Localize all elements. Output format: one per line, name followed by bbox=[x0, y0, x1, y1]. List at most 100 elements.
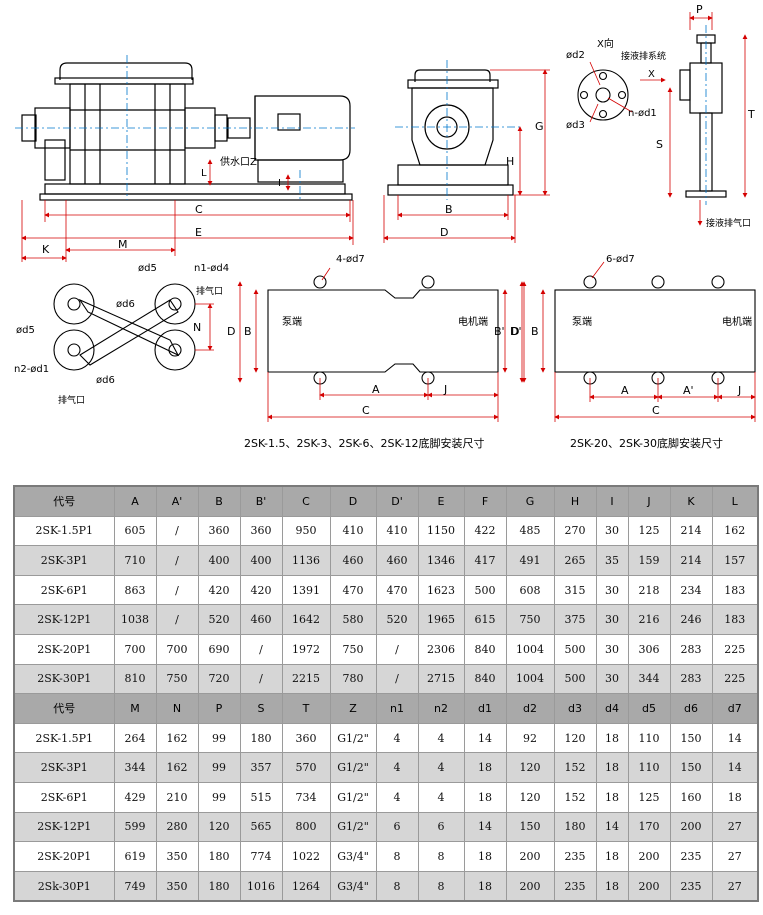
foot2-motor-end: 电机端 bbox=[722, 315, 752, 328]
table-header-cell: Z bbox=[329, 693, 377, 724]
table-cell: 120 bbox=[197, 811, 241, 843]
dim-label-E: E bbox=[195, 226, 202, 239]
table-cell: 2SK-12P1 bbox=[13, 604, 115, 635]
table-cell: 214 bbox=[669, 545, 713, 576]
table-cell: 2Sk-30P1 bbox=[13, 870, 115, 902]
table-cell: 18 bbox=[595, 870, 629, 902]
table-cell: 2SK-1.5P1 bbox=[13, 515, 115, 547]
table-cell: 460 bbox=[239, 604, 283, 635]
table-cell: 580 bbox=[329, 604, 377, 635]
dims-pipes bbox=[195, 303, 214, 351]
table-cell: 18 bbox=[595, 752, 629, 783]
table-cell: G1/2" bbox=[329, 752, 377, 783]
table-cell: 99 bbox=[197, 752, 241, 783]
table-cell: 170 bbox=[627, 811, 671, 843]
table-cell: 1965 bbox=[417, 604, 465, 635]
pipe-d6-top: ød6 bbox=[116, 299, 135, 310]
table-cell: 774 bbox=[239, 841, 283, 872]
table-cell: 6 bbox=[417, 811, 465, 843]
foot1-motor-end: 电机端 bbox=[458, 315, 488, 328]
table-cell: 265 bbox=[553, 545, 597, 576]
table-cell: 734 bbox=[281, 781, 331, 813]
table-header-cell: G bbox=[505, 485, 555, 517]
table-cell: / bbox=[155, 574, 199, 606]
pump-side-view bbox=[21, 62, 353, 201]
table-cell: 357 bbox=[239, 752, 283, 783]
table-cell: 4 bbox=[375, 752, 419, 783]
foot1-dim-B: B bbox=[244, 325, 252, 338]
dim-label-C: C bbox=[195, 203, 203, 216]
table-header-cell: C bbox=[281, 485, 331, 517]
table-cell: 420 bbox=[239, 574, 283, 606]
table-cell: 500 bbox=[553, 663, 597, 695]
table-cell: 608 bbox=[505, 574, 555, 606]
table-header-cell: B bbox=[197, 485, 241, 517]
table-cell: / bbox=[375, 633, 419, 665]
foot-plan-2 bbox=[554, 275, 756, 385]
table-cell: 605 bbox=[113, 515, 157, 547]
table-cell: 200 bbox=[627, 841, 671, 872]
dims-main bbox=[21, 159, 354, 262]
table-cell: 863 bbox=[113, 574, 157, 606]
table-cell: 110 bbox=[627, 722, 671, 754]
foot2-pump-end: 泵端 bbox=[572, 315, 592, 328]
table-cell: 1972 bbox=[281, 633, 331, 665]
table-header-cell: E bbox=[417, 485, 465, 517]
table-cell: 99 bbox=[197, 722, 241, 754]
dim-label-L: L bbox=[201, 168, 207, 179]
table-cell: 485 bbox=[505, 515, 555, 547]
table-cell: 14 bbox=[595, 811, 629, 843]
flange-x-view: X向 bbox=[597, 37, 614, 50]
table-cell: 159 bbox=[627, 545, 671, 576]
table-cell: 780 bbox=[329, 663, 377, 695]
table-cell: 18 bbox=[595, 722, 629, 754]
table-header-cell: J bbox=[627, 485, 671, 517]
foot1-dim-D-prime: D' bbox=[510, 325, 522, 338]
dim-label-H: H bbox=[506, 155, 514, 168]
table-cell: 35 bbox=[595, 545, 629, 576]
table-cell: 4 bbox=[417, 752, 465, 783]
table-cell: 2215 bbox=[281, 663, 331, 695]
foot1-dim-J: J bbox=[443, 383, 447, 396]
table-cell: 350 bbox=[155, 870, 199, 902]
table-cell: 1038 bbox=[113, 604, 157, 635]
dims-flange bbox=[589, 61, 666, 123]
table-cell: 235 bbox=[669, 870, 713, 902]
table-cell: 1391 bbox=[281, 574, 331, 606]
separator-side-view bbox=[679, 34, 727, 198]
table-cell: 183 bbox=[711, 574, 759, 606]
table-cell: 360 bbox=[197, 515, 241, 547]
table-cell: 200 bbox=[627, 870, 671, 902]
table-cell: 18 bbox=[463, 870, 507, 902]
dims-front bbox=[383, 69, 550, 243]
table-cell: 14 bbox=[711, 752, 759, 783]
exhaust-system-label: 接液排系统 bbox=[621, 50, 666, 62]
table-header-cell: S bbox=[239, 693, 283, 724]
table-cell: 235 bbox=[553, 870, 597, 902]
table-cell: 315 bbox=[553, 574, 597, 606]
table-cell: / bbox=[155, 515, 199, 547]
table-header-cell: K bbox=[669, 485, 713, 517]
table-cell: 30 bbox=[595, 515, 629, 547]
foot-plan-1 bbox=[267, 275, 499, 385]
foot1-dim-C: C bbox=[362, 404, 370, 417]
table-cell: 14 bbox=[463, 722, 507, 754]
table-cell: G1/2" bbox=[329, 781, 377, 813]
flange-d2: ød2 bbox=[566, 50, 585, 61]
table-cell: 235 bbox=[553, 841, 597, 872]
pipe-dim-N: N bbox=[193, 321, 201, 334]
table-cell: 4 bbox=[417, 722, 465, 754]
pipe-d6-bottom: ød6 bbox=[96, 375, 115, 386]
table-cell: 18 bbox=[463, 752, 507, 783]
table-cell: 200 bbox=[669, 811, 713, 843]
table-cell: 160 bbox=[669, 781, 713, 813]
table-cell: 810 bbox=[113, 663, 157, 695]
dim-label-M: M bbox=[118, 238, 128, 251]
pump-front-view bbox=[387, 69, 514, 196]
table-cell: 27 bbox=[711, 811, 759, 843]
